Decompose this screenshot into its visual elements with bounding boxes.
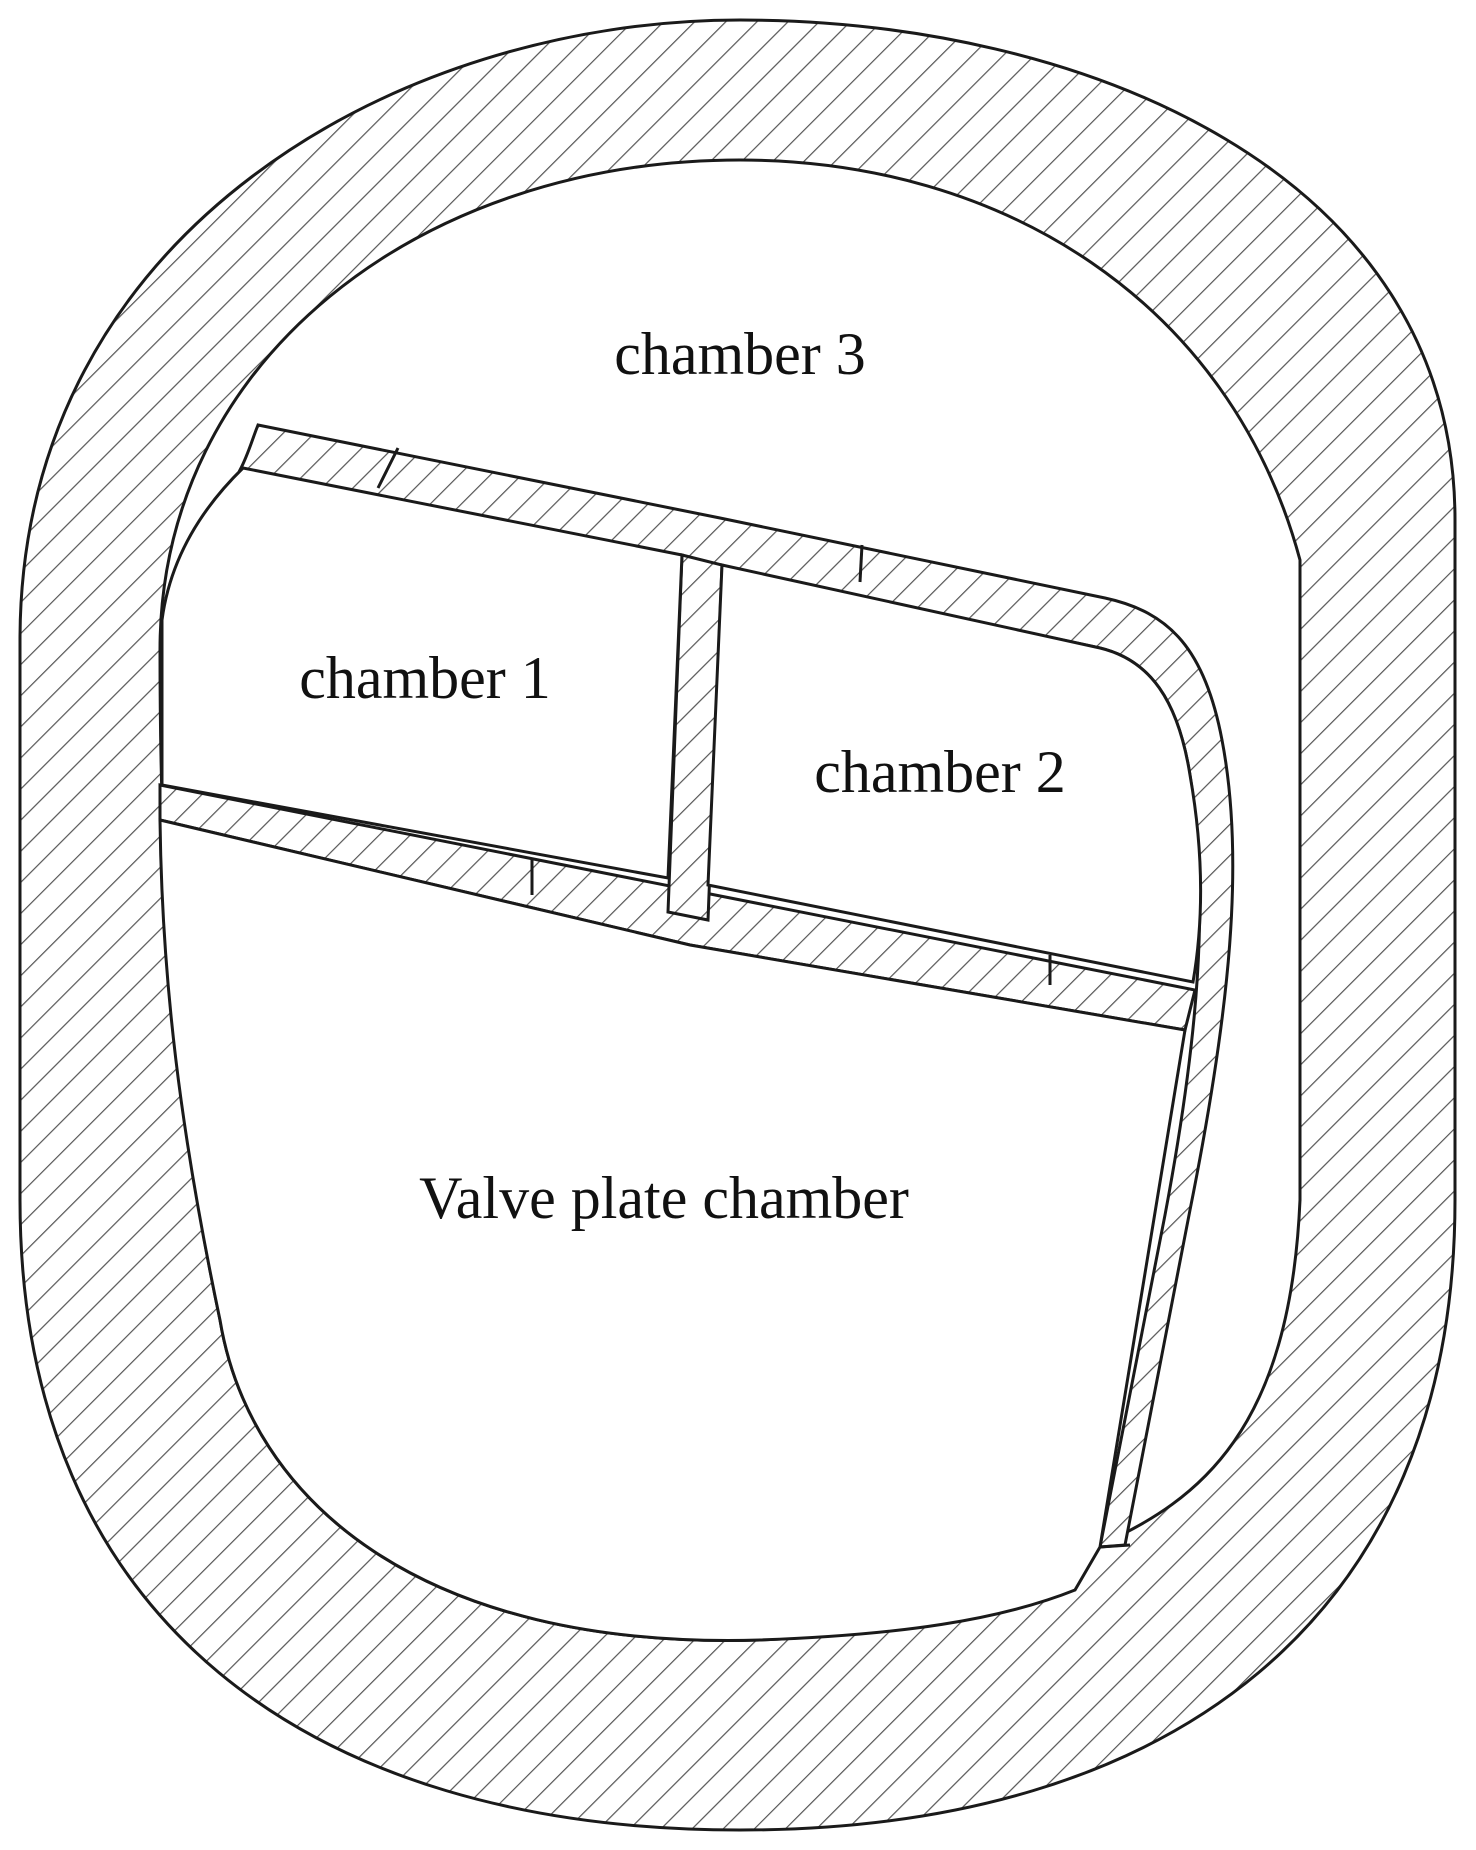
- valve-plate-chamber-region: [158, 818, 1187, 1642]
- chamber-2-label: chamber 2: [814, 739, 1066, 805]
- port-line-upper-left: [376, 447, 400, 489]
- port-line-upper-mid: [858, 544, 864, 583]
- port-line-right-channel: [1099, 1543, 1131, 1549]
- valve-plate-chamber-label: Valve plate chamber: [419, 1165, 909, 1231]
- chamber-1-label: chamber 1: [299, 645, 551, 711]
- chamber-1-region: [160, 466, 684, 880]
- chamber-3-label: chamber 3: [614, 321, 866, 387]
- chamber-2-region: [706, 563, 1202, 984]
